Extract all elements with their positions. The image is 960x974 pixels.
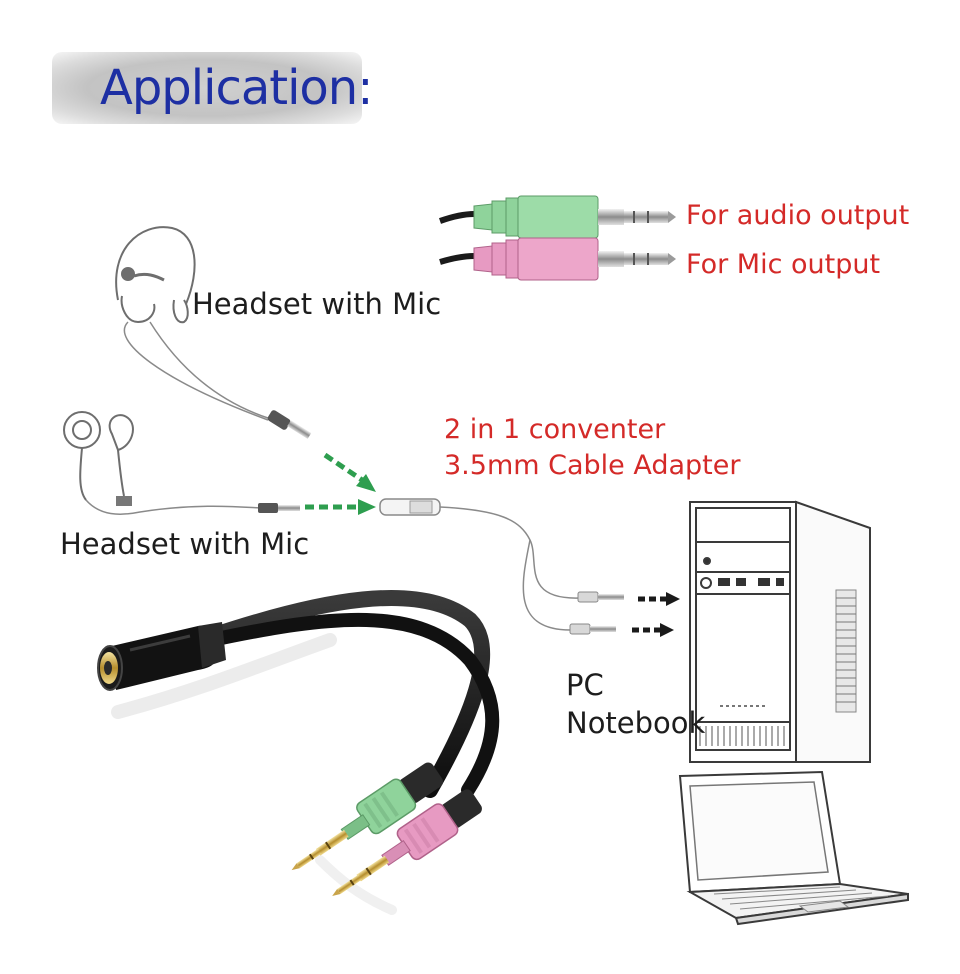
headset-earbud-left-icon: [63, 411, 261, 515]
pc-label: PC: [566, 668, 604, 702]
green-male-plug-icon: [291, 762, 444, 871]
legend-pink-plug-icon: [439, 237, 676, 281]
pc-tower-icon: [689, 500, 871, 763]
headset-left-plug-icon: [258, 503, 300, 513]
converter-label-line2: 3.5mm Cable Adapter: [444, 450, 741, 481]
headset-left-label: Headset with Mic: [60, 527, 310, 561]
green-arrow-left: [305, 499, 376, 515]
converter-label-line1: 2 in 1 conventer: [444, 414, 666, 445]
legend-mic-output-label: For Mic output: [686, 249, 881, 280]
legend-audio-output-label: For audio output: [686, 200, 910, 231]
headset-top-plug-icon: [267, 410, 312, 439]
headset-mic-top-icon: [115, 226, 269, 421]
title-banner: [52, 52, 362, 124]
green-arrow-top: [323, 452, 376, 492]
adapter-small-icon: [379, 498, 624, 635]
notebook-label: Notebook: [566, 706, 706, 740]
adapter-cable-photo: [97, 590, 500, 915]
page-title: Application:: [100, 60, 373, 116]
headset-top-label: Headset with Mic: [192, 287, 442, 321]
black-arrow-upper: [638, 592, 680, 606]
black-arrow-lower: [632, 623, 674, 637]
legend-green-plug-icon: [439, 195, 676, 239]
laptop-icon: [678, 770, 909, 926]
pink-male-plug-icon: [332, 789, 482, 896]
